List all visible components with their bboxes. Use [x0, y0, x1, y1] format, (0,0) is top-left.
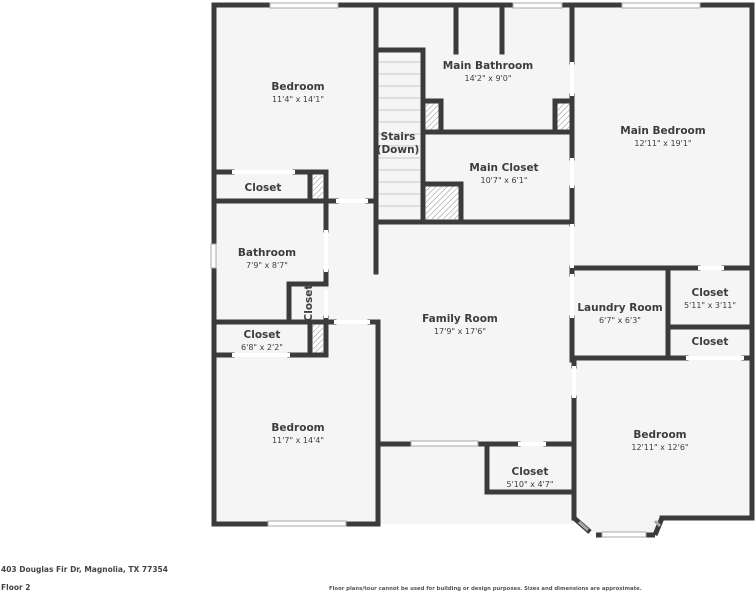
room-dimensions: 12'11" x 12'6"	[631, 443, 688, 452]
room-closet-vertical: Closet	[303, 285, 315, 322]
room-closet-e1: Closet 5'11" x 3'11"	[684, 287, 736, 310]
room-dimensions: 17'9" x 17'6"	[434, 327, 486, 336]
room-dimensions: 11'7" x 14'4"	[272, 436, 324, 445]
room-name: Closet	[244, 329, 281, 341]
room-dimensions: 5'10" x 4'7"	[506, 480, 553, 489]
room-main-bedroom: Main Bedroom 12'11" x 19'1"	[620, 125, 706, 148]
floor-fill	[214, 5, 752, 535]
room-labels: Bedroom 11'4" x 14'1" Stairs (Down) Main…	[238, 60, 736, 489]
room-closet-w: Closet 6'8" x 2'2"	[241, 329, 283, 352]
room-dimensions: 10'7" x 6'1"	[480, 176, 527, 185]
room-main-bathroom: Main Bathroom 14'2" x 9'0"	[443, 60, 533, 83]
room-name: Main Bedroom	[620, 125, 706, 137]
room-closet-nw: Closet	[245, 182, 282, 194]
room-stairs: Stairs (Down)	[377, 131, 420, 156]
room-bedroom-sw: Bedroom 11'7" x 14'4"	[271, 422, 324, 445]
room-family-room: Family Room 17'9" x 17'6"	[422, 313, 498, 336]
room-bathroom: Bathroom 7'9" x 8'7"	[238, 247, 296, 270]
windows	[210, 2, 701, 538]
hatched-areas	[313, 103, 570, 355]
room-dimensions: 7'9" x 8'7"	[246, 261, 288, 270]
room-name: Bedroom	[633, 429, 686, 441]
room-name: Closet	[692, 287, 729, 299]
room-closet-e2: Closet	[692, 336, 729, 348]
room-name: Main Closet	[469, 162, 538, 174]
room-main-closet: Main Closet 10'7" x 6'1"	[469, 162, 538, 185]
room-name: Closet	[303, 285, 315, 322]
room-bedroom-se: Bedroom 12'11" x 12'6"	[631, 429, 688, 452]
disclaimer: Floor plans/tour cannot be used for buil…	[329, 586, 642, 592]
walls	[211, 2, 755, 527]
room-dimensions: 5'11" x 3'11"	[684, 301, 736, 310]
room-laundry-room: Laundry Room 6'7" x 6'3"	[577, 302, 662, 325]
door-openings	[232, 62, 744, 446]
room-name: Stairs	[381, 131, 416, 143]
property-address: 403 Douglas Fir Dr, Magnolia, TX 77354	[1, 565, 168, 574]
room-name: Bedroom	[271, 422, 324, 434]
room-name: Laundry Room	[577, 302, 662, 314]
stairs-treads	[378, 61, 420, 207]
room-bedroom-nw: Bedroom 11'4" x 14'1"	[271, 81, 324, 104]
room-name: Closet	[245, 182, 282, 194]
room-closet-s: Closet 5'10" x 4'7"	[506, 466, 553, 489]
floor-label: Floor 2	[1, 583, 31, 592]
room-dimensions: 6'7" x 6'3"	[599, 316, 641, 325]
room-dimensions: 11'4" x 14'1"	[272, 95, 324, 104]
room-dimensions: 12'11" x 19'1"	[634, 139, 691, 148]
room-dimensions: 14'2" x 9'0"	[464, 74, 511, 83]
room-name: Closet	[512, 466, 549, 478]
room-name: Family Room	[422, 313, 498, 325]
room-name: Bedroom	[271, 81, 324, 93]
room-name: Main Bathroom	[443, 60, 533, 72]
room-name: Bathroom	[238, 247, 296, 259]
room-name: Closet	[692, 336, 729, 348]
room-name-line2: (Down)	[377, 144, 420, 156]
room-dimensions: 6'8" x 2'2"	[241, 343, 283, 352]
